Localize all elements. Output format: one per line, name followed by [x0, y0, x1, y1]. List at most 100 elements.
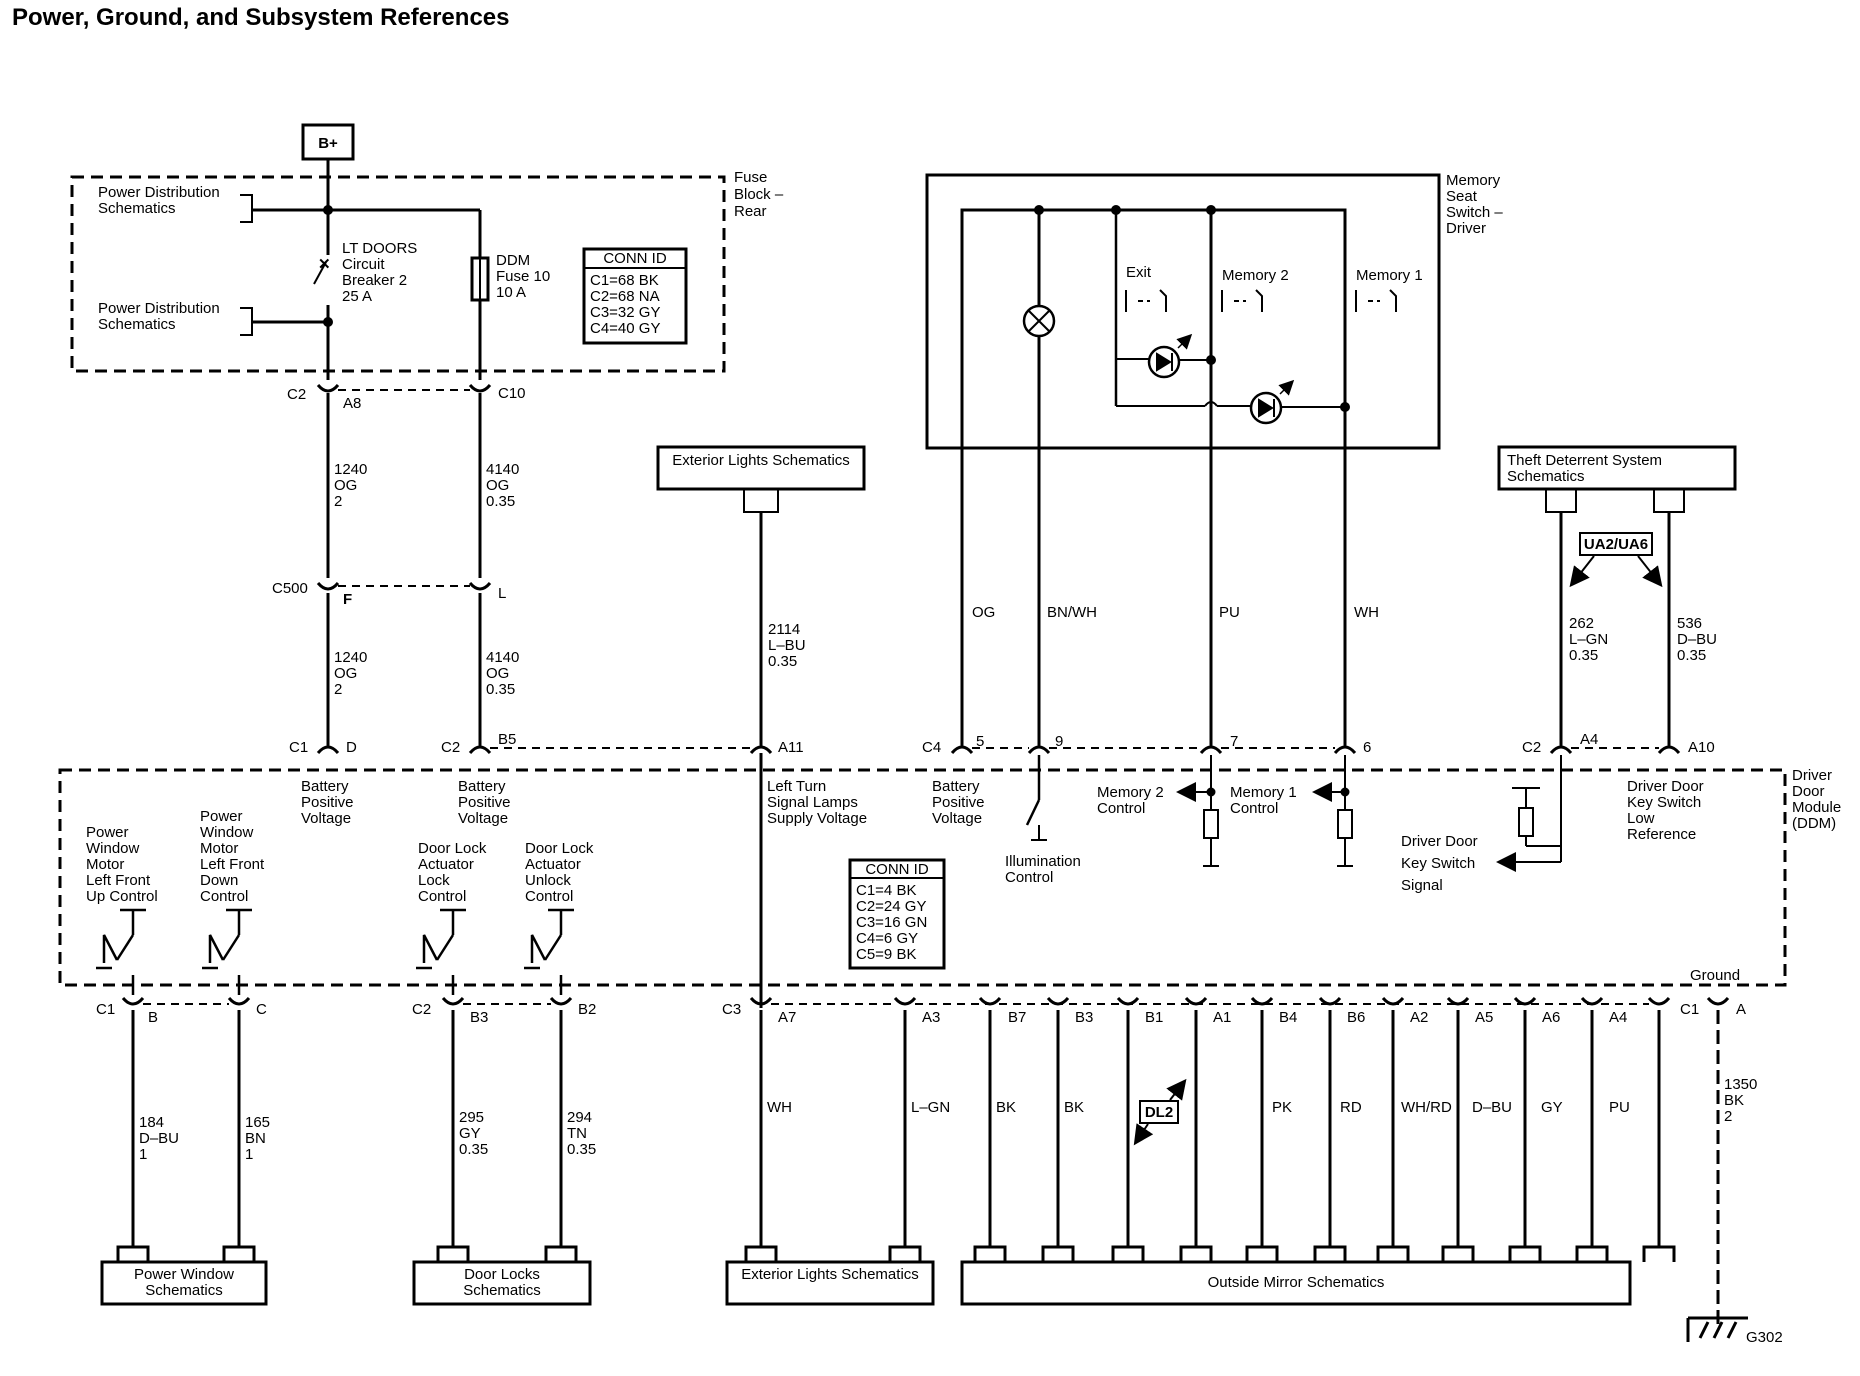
svg-text:Voltage: Voltage: [932, 810, 982, 827]
circuit-breaker: ✕ LT DOORS Circuit Breaker 2 25 A: [313, 240, 417, 305]
ddm-mem1-control: Memory 1 Control: [1230, 784, 1297, 817]
dl-unlock-labels: Door Lock Actuator Unlock Control: [525, 840, 594, 905]
svg-text:TN: TN: [567, 1125, 587, 1142]
exterior-lights-schematics-top: Exterior Lights Schematics: [656, 445, 866, 513]
svg-text:OG: OG: [972, 604, 995, 621]
svg-text:Voltage: Voltage: [458, 810, 508, 827]
wire-4140-lower: 4140 OG 0.35: [486, 649, 519, 698]
svg-text:2114: 2114: [768, 621, 800, 638]
svg-text:Unlock: Unlock: [525, 872, 571, 889]
svg-text:C2: C2: [1522, 739, 1541, 756]
svg-text:Positive: Positive: [932, 794, 985, 811]
svg-text:B: B: [148, 1009, 158, 1026]
svg-text:Low: Low: [1627, 810, 1655, 827]
svg-text:C3=32 GY: C3=32 GY: [590, 304, 660, 321]
ddm-illumination: Illumination Control: [1005, 853, 1081, 886]
svg-text:Outside Mirror Schematics: Outside Mirror Schematics: [1208, 1274, 1385, 1291]
svg-text:Window: Window: [86, 840, 140, 857]
svg-text:Key Switch: Key Switch: [1627, 794, 1701, 811]
svg-text:Motor: Motor: [86, 856, 124, 873]
svg-text:1240: 1240: [334, 461, 367, 478]
svg-text:Control: Control: [200, 888, 248, 905]
ddm-switches: [96, 908, 574, 995]
svg-text:0.35: 0.35: [486, 493, 515, 510]
svg-text:536: 536: [1677, 615, 1702, 632]
svg-text:10 A: 10 A: [496, 284, 526, 301]
svg-text:Actuator: Actuator: [525, 856, 581, 873]
svg-text:BN/WH: BN/WH: [1047, 604, 1097, 621]
svg-text:Module: Module: [1792, 799, 1841, 816]
svg-text:C2: C2: [412, 1001, 431, 1018]
svg-text:4140: 4140: [486, 649, 519, 666]
svg-text:Memory 1: Memory 1: [1356, 267, 1423, 284]
svg-text:CONN ID: CONN ID: [865, 861, 929, 878]
dl2-badge: DL2: [1133, 1078, 1187, 1146]
svg-text:Up Control: Up Control: [86, 888, 158, 905]
svg-text:Actuator: Actuator: [418, 856, 474, 873]
svg-text:B5: B5: [498, 731, 516, 748]
svg-text:Lock: Lock: [418, 872, 450, 889]
exterior-lights-schematics-bottom: Exterior Lights Schematics: [725, 1260, 935, 1306]
svg-text:2: 2: [334, 493, 342, 510]
svg-text:A4: A4: [1609, 1009, 1627, 1026]
memory-1-switch: Memory 1: [1355, 267, 1423, 312]
wire-262: 262 L–GN 0.35: [1569, 615, 1608, 664]
memory-wire-colors: OG BN/WH PU WH: [972, 604, 1379, 621]
svg-text:Battery: Battery: [301, 778, 349, 795]
svg-text:5: 5: [976, 733, 984, 750]
svg-text:WH: WH: [767, 1099, 792, 1116]
bottom-wires: [131, 1010, 1720, 1325]
svg-text:Positive: Positive: [301, 794, 354, 811]
svg-text:PK: PK: [1272, 1099, 1292, 1116]
svg-text:C1=4 BK: C1=4 BK: [856, 882, 916, 899]
bottom-pin-labels: C1 B C C2 B3 B2 C3 A7 A3 B7 B3 B1 A1 B4 …: [96, 1001, 1746, 1026]
ddm-ground-label: Ground: [1690, 967, 1740, 984]
svg-text:Driver Door: Driver Door: [1401, 833, 1478, 850]
svg-text:RD: RD: [1340, 1099, 1362, 1116]
bottom-wire-labels: 184 D–BU 1 165 BN 1 295 GY 0.35 294 TN 0…: [139, 1076, 1757, 1163]
svg-text:L–GN: L–GN: [911, 1099, 950, 1116]
battery-box: B+: [301, 123, 355, 161]
svg-text:A2: A2: [1410, 1009, 1428, 1026]
svg-text:LT DOORS: LT DOORS: [342, 240, 417, 257]
svg-text:A8: A8: [343, 395, 361, 412]
svg-text:Control: Control: [1097, 800, 1145, 817]
svg-text:Breaker 2: Breaker 2: [342, 272, 407, 289]
svg-text:L: L: [498, 585, 506, 602]
svg-text:OG: OG: [486, 477, 509, 494]
svg-text:Power Window: Power Window: [134, 1266, 234, 1283]
svg-text:BK: BK: [1064, 1099, 1084, 1116]
wire-1240-upper: 1240 OG 2: [334, 461, 367, 510]
svg-text:Control: Control: [418, 888, 466, 905]
svg-text:Left Front: Left Front: [86, 872, 151, 889]
svg-text:Seat: Seat: [1446, 188, 1478, 205]
svg-text:C: C: [256, 1001, 267, 1018]
svg-text:Fuse: Fuse: [734, 169, 767, 186]
svg-text:Power: Power: [200, 808, 243, 825]
svg-text:OG: OG: [334, 477, 357, 494]
svg-text:Memory: Memory: [1446, 172, 1501, 189]
svg-text:Power Distribution: Power Distribution: [98, 300, 220, 317]
svg-text:Control: Control: [1005, 869, 1053, 886]
svg-text:Fuse 10: Fuse 10: [496, 268, 550, 285]
svg-text:Schematics: Schematics: [98, 200, 176, 217]
outside-mirror-schematics: Outside Mirror Schematics: [960, 1260, 1632, 1306]
svg-text:C500: C500: [272, 580, 308, 597]
svg-text:262: 262: [1569, 615, 1594, 632]
svg-text:Block –: Block –: [734, 186, 784, 203]
ground-g302-icon: G302: [1686, 1316, 1783, 1346]
svg-text:A7: A7: [778, 1009, 796, 1026]
svg-text:Exterior Lights Schematics: Exterior Lights Schematics: [741, 1266, 919, 1283]
svg-text:C2: C2: [441, 739, 460, 756]
svg-text:OG: OG: [334, 665, 357, 682]
svg-text:A: A: [1736, 1001, 1746, 1018]
svg-text:Door Lock: Door Lock: [418, 840, 487, 857]
svg-text:Control: Control: [525, 888, 573, 905]
svg-text:Motor: Motor: [200, 840, 238, 857]
svg-text:Rear: Rear: [734, 203, 767, 220]
svg-text:Exterior Lights Schematics: Exterior Lights Schematics: [672, 452, 850, 469]
ddm-fuse: DDM Fuse 10 10 A: [470, 252, 550, 302]
dl-lock-labels: Door Lock Actuator Lock Control: [418, 840, 487, 905]
svg-text:L–GN: L–GN: [1569, 631, 1608, 648]
